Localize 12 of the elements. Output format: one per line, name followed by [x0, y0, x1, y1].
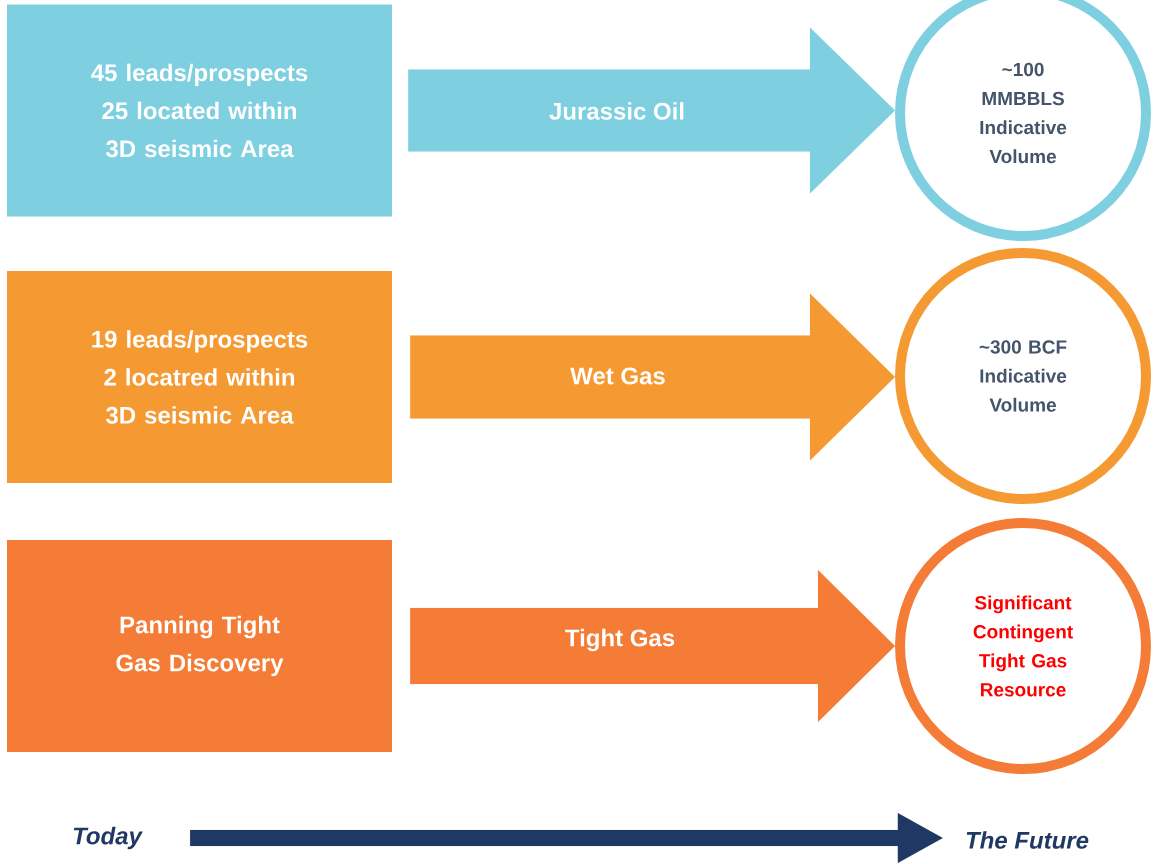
- text-box: 19 leads/prospects 2 locatred within 3D seismic Area: [7, 271, 392, 483]
- arrow-label: Tight Gas: [562, 626, 678, 654]
- block-arrow: [410, 569, 896, 723]
- arrow-label: Wet Gas: [568, 365, 668, 387]
- timeline-label: The Future: [966, 831, 1089, 849]
- timeline-label: Today: [73, 826, 143, 850]
- timeline-arrow: [190, 812, 943, 864]
- block-arrow: [408, 27, 896, 194]
- block-arrow: [410, 293, 896, 461]
- text-box: 45 leads/prospects 25 located within 3D seismic Area: [7, 4, 392, 217]
- arrow-label: Jurassic Oil: [546, 100, 688, 122]
- text-box: Panning Tight Gas Discovery: [7, 540, 392, 752]
